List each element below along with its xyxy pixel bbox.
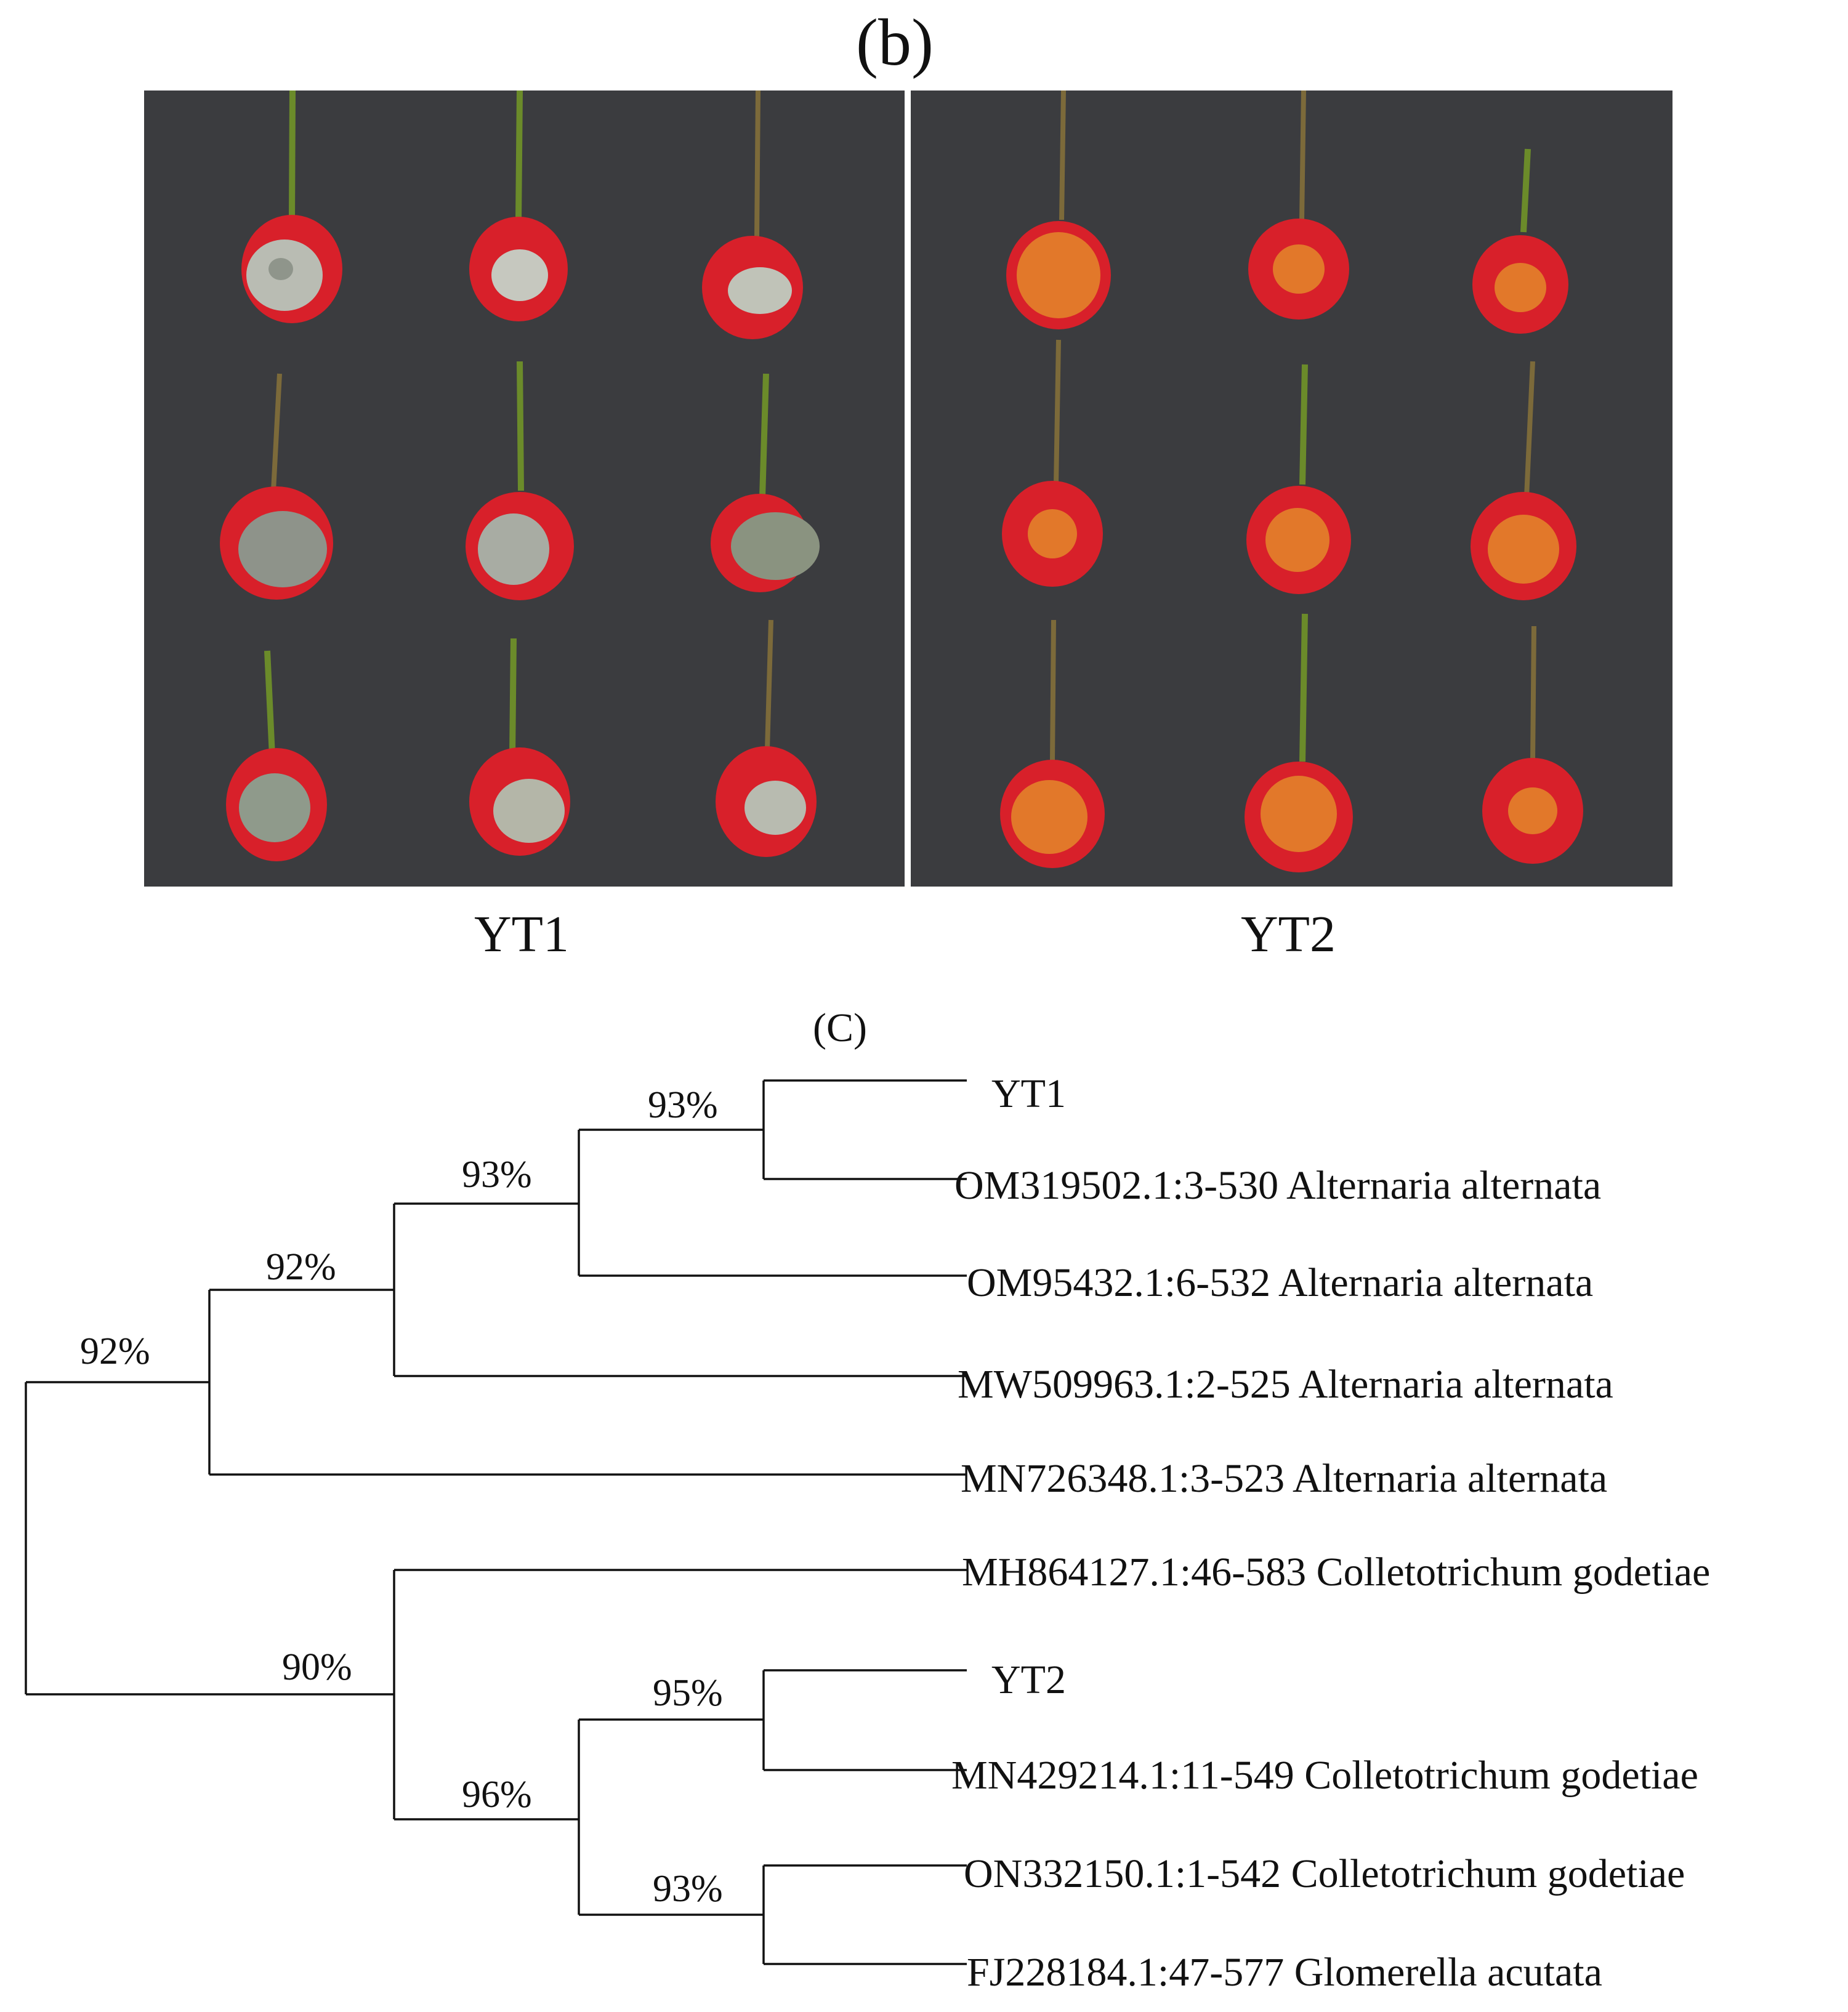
cherry-yt1-8: [469, 638, 570, 856]
bootstrap-label: 90%: [282, 1646, 352, 1688]
cherry-yt2-4: [1002, 339, 1103, 587]
taxon-label: FJ228184.1:47-577 Glomerella acutata: [967, 1950, 1602, 1995]
cherry-yt1-6: [711, 373, 820, 592]
panel-b-label: (b): [856, 6, 934, 79]
caption-yt1: YT1: [474, 906, 569, 963]
cherry-yt2-1: [1006, 91, 1111, 329]
cherry-yt2-7: [1000, 619, 1105, 868]
taxon-label: ON332150.1:1-542 Colletotrichum godetiae: [964, 1851, 1685, 1896]
bootstrap-label: 93%: [653, 1868, 723, 1910]
bootstrap-label: 92%: [80, 1330, 150, 1372]
yt1-cherry-photo: [144, 91, 905, 887]
tree-branches: [25, 1079, 967, 1965]
cherry-yt2-3: [1472, 148, 1568, 334]
bootstrap-labels: 93% 93% 92% 92% 90% 96% 95% 93%: [80, 1084, 723, 1910]
caption-yt2: YT2: [1241, 906, 1336, 963]
taxon-label: YT1: [991, 1071, 1066, 1116]
cherry-yt2-6: [1471, 361, 1576, 600]
yt2-cherries: [1000, 91, 1583, 872]
cherry-yt1-9: [716, 619, 817, 857]
bootstrap-label: 93%: [648, 1084, 718, 1126]
taxon-label: MH864127.1:46-583 Colletotrichum godetia…: [962, 1550, 1710, 1595]
panel-c-label: (C): [813, 1005, 867, 1050]
taxon-label: OM95432.1:6-532 Alternaria alternata: [967, 1260, 1593, 1305]
cherry-yt1-1: [241, 91, 342, 323]
yt1-cherries: [220, 91, 820, 861]
bootstrap-label: 96%: [462, 1774, 532, 1816]
bootstrap-label: 93%: [462, 1154, 532, 1196]
cherry-yt1-5: [466, 361, 574, 600]
bootstrap-label: 92%: [266, 1246, 336, 1288]
cherry-yt1-4: [220, 373, 333, 600]
cherry-yt1-7: [226, 650, 327, 861]
cherry-yt2-8: [1245, 613, 1353, 872]
bootstrap-label: 95%: [653, 1672, 723, 1714]
yt2-cherry-photo: [911, 91, 1672, 887]
taxon-label: MW509963.1:2-525 Alternaria alternata: [958, 1362, 1613, 1407]
taxon-label: MN429214.1:11-549 Colletotrichum godetia…: [951, 1753, 1698, 1798]
taxon-label: OM319502.1:3-530 Alternaria alternata: [954, 1163, 1601, 1208]
cherry-yt2-2: [1248, 91, 1349, 320]
cherry-yt1-2: [469, 91, 568, 321]
cherry-yt2-9: [1482, 626, 1583, 864]
taxon-label: MN726348.1:3-523 Alternaria alternata: [961, 1456, 1607, 1501]
taxon-labels: YT1 OM319502.1:3-530 Alternaria alternat…: [951, 1071, 1710, 1995]
taxon-label: YT2: [991, 1657, 1066, 1702]
cherry-yt1-3: [702, 91, 803, 339]
cherry-yt2-5: [1246, 364, 1351, 594]
